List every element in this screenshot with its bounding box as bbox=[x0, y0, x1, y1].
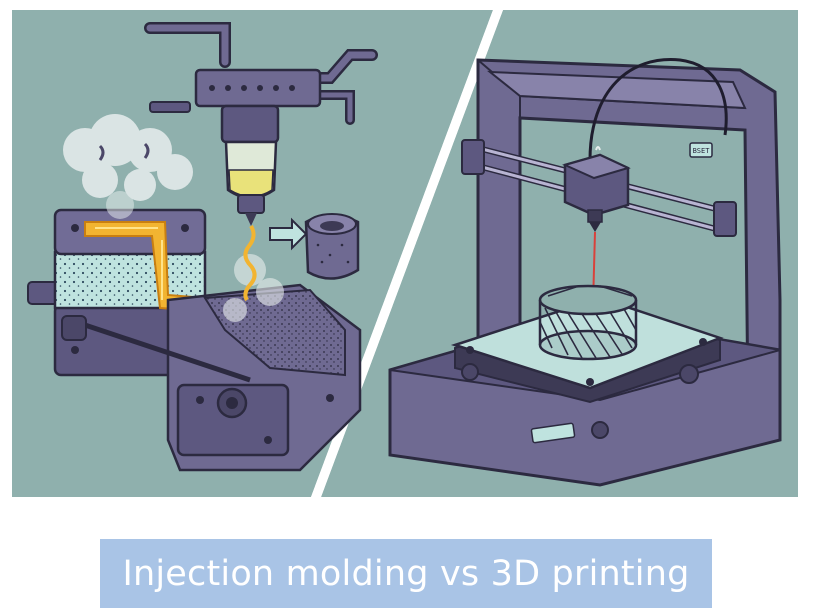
molten-stream bbox=[243, 224, 257, 302]
printer-badge bbox=[689, 142, 713, 158]
printer-badge-text: BSET bbox=[693, 147, 711, 155]
steam-cloud-icon bbox=[63, 114, 284, 322]
printed-object-icon bbox=[538, 284, 638, 361]
print-head-icon bbox=[562, 146, 631, 232]
hopper-nozzle-icon bbox=[224, 140, 278, 226]
3d-printer-icon: BSET bbox=[388, 58, 782, 487]
injection-head bbox=[144, 22, 378, 144]
caption-banner: Injection molding vs 3D printing bbox=[100, 539, 712, 608]
build-plate bbox=[450, 296, 724, 404]
injection-molding-scene bbox=[27, 22, 378, 472]
filament-cable bbox=[588, 58, 728, 161]
arrow-right-icon bbox=[269, 217, 308, 251]
caption-text: Injection molding vs 3D printing bbox=[122, 553, 690, 594]
molded-part-icon bbox=[304, 213, 360, 280]
